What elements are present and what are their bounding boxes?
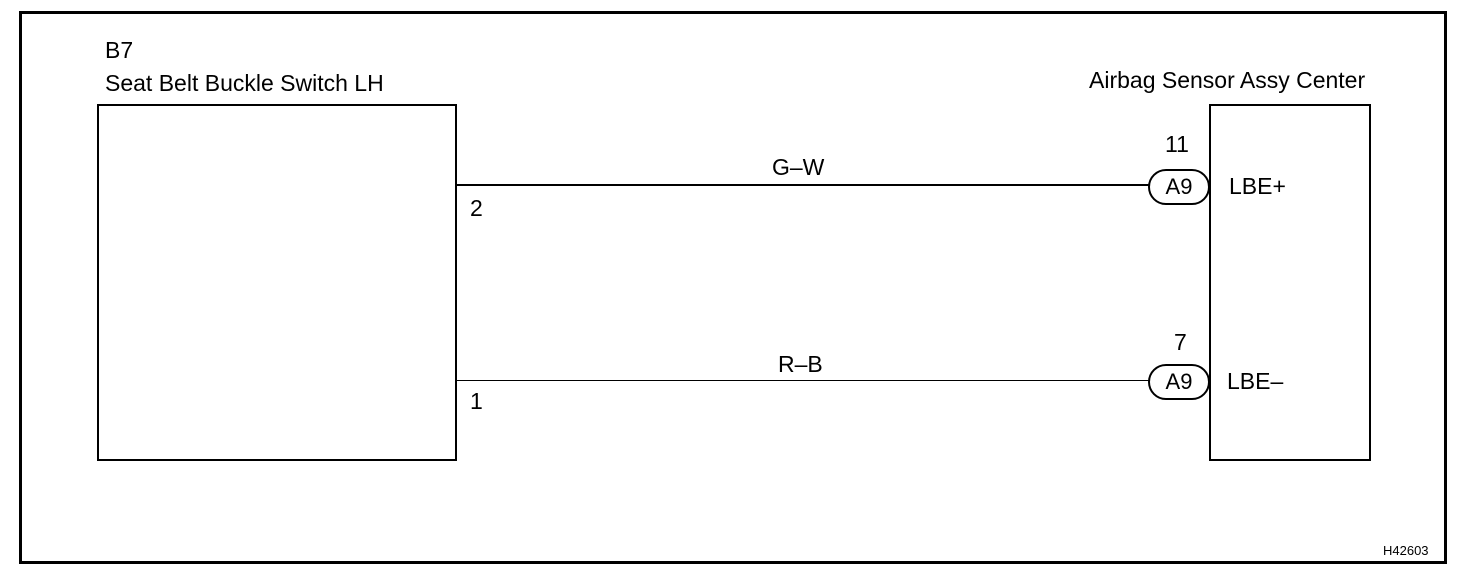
terminal-label: LBE+	[1229, 173, 1286, 199]
wire-g-w	[457, 184, 1149, 186]
airbag-sensor-assy-box	[1209, 104, 1371, 461]
wire-color-label: R–B	[778, 351, 823, 377]
right-pin-number: 11	[1165, 131, 1189, 157]
wire-r-b	[457, 380, 1149, 381]
diagram-frame	[19, 11, 1447, 564]
figure-id: H42603	[1383, 543, 1429, 558]
right-component-name: Airbag Sensor Assy Center	[1089, 67, 1366, 93]
right-pin-number: 7	[1174, 329, 1187, 355]
seat-belt-buckle-switch-box	[97, 104, 457, 461]
left-pin-number: 2	[470, 195, 483, 221]
wire-color-label: G–W	[772, 154, 825, 180]
left-component-code: B7	[105, 37, 134, 63]
connector-a9-lower: A9	[1148, 364, 1210, 400]
left-component-name: Seat Belt Buckle Switch LH	[105, 70, 384, 96]
terminal-label: LBE–	[1227, 368, 1284, 394]
left-pin-number: 1	[470, 388, 483, 414]
connector-a9-upper: A9	[1148, 169, 1210, 205]
